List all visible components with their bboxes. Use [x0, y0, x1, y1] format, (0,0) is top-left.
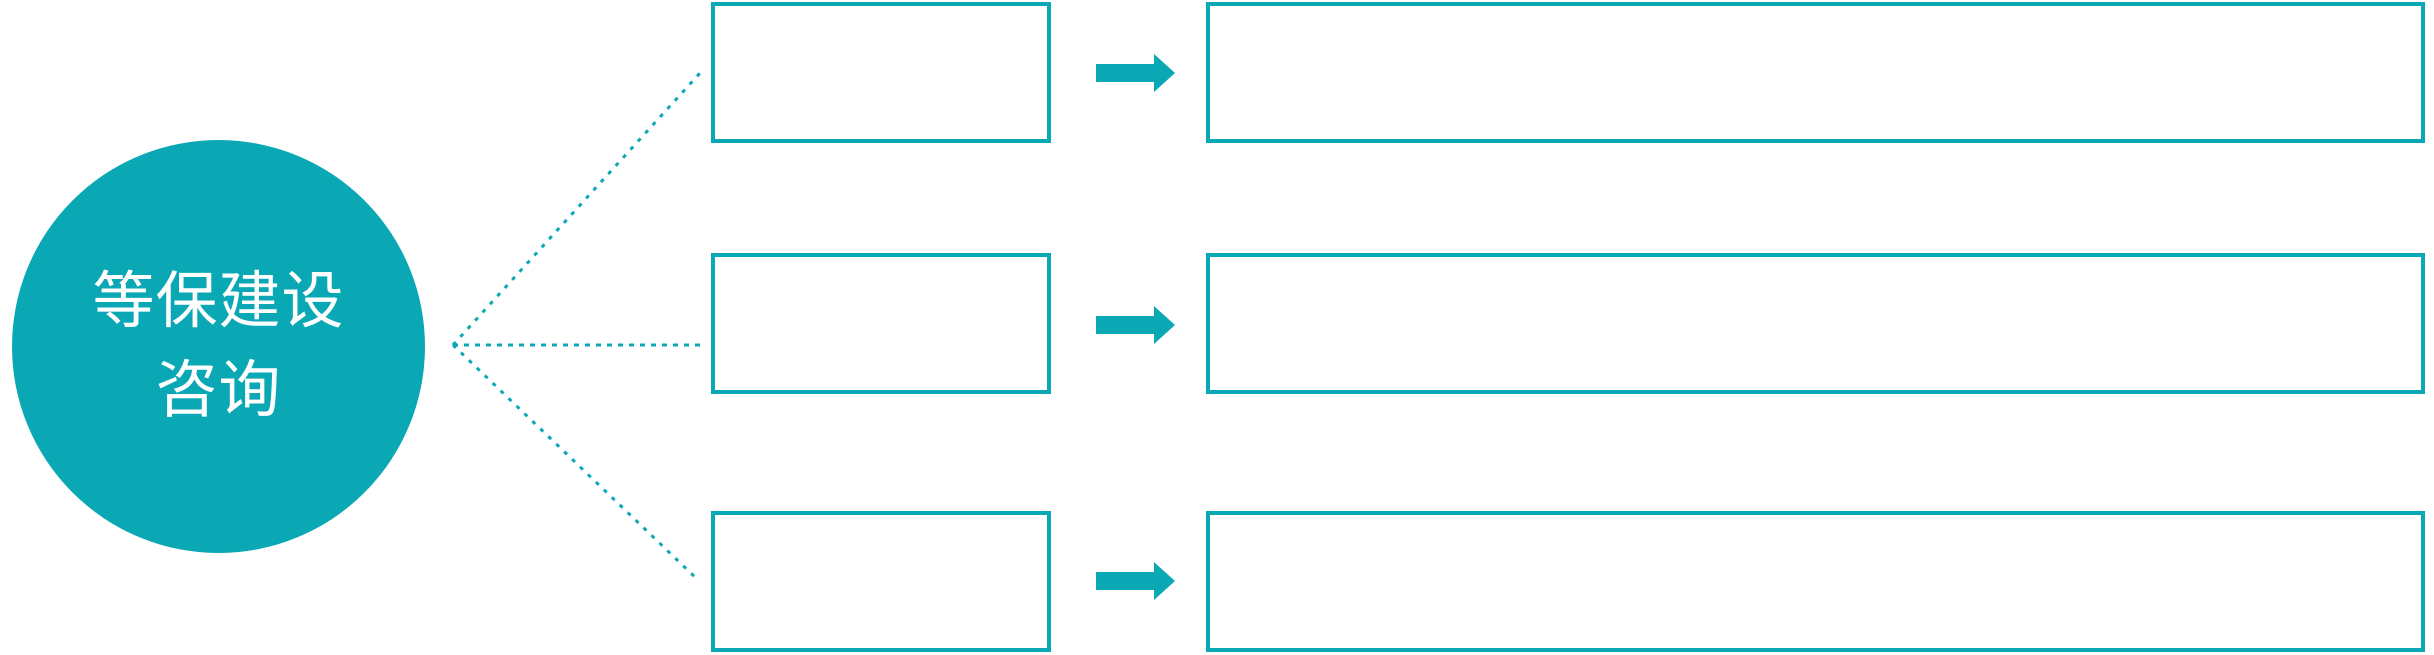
right-arrow-icon [1096, 562, 1175, 600]
sub-topic-box [711, 253, 1051, 394]
description-box [1206, 511, 2425, 652]
sub-topic-box [711, 511, 1051, 652]
connector-line-bottom [451, 343, 699, 581]
root-node-label-line1: 等保建设 [92, 267, 345, 337]
right-arrow-icon [1096, 306, 1175, 344]
right-arrow-icon [1096, 54, 1175, 92]
description-box [1206, 253, 2425, 394]
sub-topic-box [711, 2, 1051, 143]
root-node-circle: 等保建设 咨询 [12, 140, 425, 553]
description-box [1206, 2, 2425, 143]
root-node-label-line2: 咨询 [155, 355, 282, 425]
connector-line-top [451, 71, 702, 347]
